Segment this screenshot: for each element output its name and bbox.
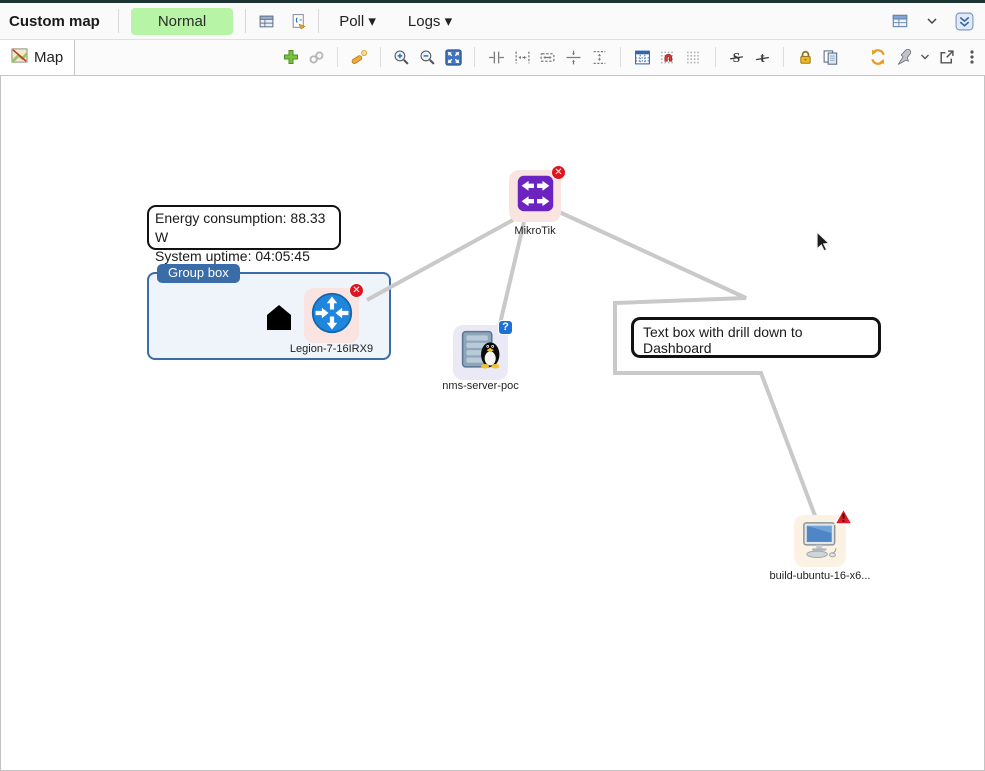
textbox-drilldown-line1: Text box with drill down to Dashboard (643, 324, 803, 356)
distribute-horizontal-icon[interactable] (509, 40, 535, 74)
separator (474, 47, 476, 67)
page-title: Custom map (9, 12, 100, 30)
magic-wand-icon[interactable] (346, 40, 372, 74)
map-tab-icon (10, 47, 29, 68)
show-grid-icon[interactable] (681, 40, 707, 74)
tab-map[interactable]: Map (0, 40, 76, 75)
hide-link-labels-icon[interactable]: t (749, 40, 775, 74)
open-window-icon[interactable] (934, 40, 960, 74)
node-nms-server[interactable]: ? nms-server-poc (442, 320, 519, 392)
pin-icon[interactable] (891, 40, 917, 74)
collapse-view-icon[interactable] (951, 8, 977, 34)
node-mikrotik[interactable]: ✕ MikroTik (509, 165, 566, 237)
node-label: build-ubuntu-16-x6... (769, 570, 871, 582)
textbox-drilldown[interactable]: Text box with drill down to Dashboard (631, 317, 881, 358)
tab-toolbar-row: Map S t (0, 40, 985, 76)
svg-text:t: t (760, 49, 765, 64)
separator (117, 9, 119, 33)
warning-status-badge (833, 507, 854, 530)
node-label: MikroTik (514, 225, 556, 237)
textbox-energy[interactable]: Energy consumption: 88.33 W System uptim… (147, 205, 341, 264)
separator (620, 47, 622, 67)
hide-status-icon[interactable]: S (724, 40, 750, 74)
switch-icon (517, 175, 554, 217)
map-canvas[interactable]: Group box Energy consumption: 88.33 W Sy… (0, 76, 985, 771)
distribute-vertical-icon[interactable] (587, 40, 613, 74)
execute-script-icon[interactable] (285, 8, 311, 34)
pin-chevron-icon[interactable] (916, 40, 933, 74)
same-width-icon[interactable] (535, 40, 561, 74)
align-horizontal-icon[interactable] (483, 40, 509, 74)
node-label: Legion-7-16IRX9 (289, 343, 374, 355)
poll-menu-button[interactable]: Poll ▾ (329, 8, 386, 34)
link-mikrotik-nms[interactable] (497, 221, 526, 329)
separator (337, 47, 339, 67)
critical-status-badge: ✕ (551, 165, 566, 180)
group-box-title: Group box (157, 264, 240, 283)
tab-map-label: Map (34, 49, 64, 66)
textbox-energy-line2: System uptime: 04:05:45 (155, 248, 310, 264)
properties-table-icon[interactable] (253, 8, 279, 34)
map-links-layer (366, 209, 819, 522)
table-view-icon[interactable] (887, 8, 913, 34)
router-icon (311, 292, 353, 339)
workstation-icon (798, 517, 842, 566)
separator (714, 47, 716, 67)
zoom-in-icon[interactable] (389, 40, 415, 74)
refresh-icon[interactable] (865, 40, 891, 74)
critical-status-badge: ✕ (349, 283, 364, 298)
zoom-out-icon[interactable] (415, 40, 441, 74)
link-objects-icon[interactable] (303, 40, 329, 74)
copy-icon[interactable] (818, 40, 844, 74)
house-icon (265, 303, 293, 337)
chevron-down-icon[interactable] (919, 8, 945, 34)
node-legion[interactable]: ✕ Legion-7-16IRX9 (290, 283, 373, 355)
add-object-icon[interactable] (278, 40, 304, 74)
view-header: Custom map Normal Poll ▾ Logs ▾ (0, 3, 985, 40)
zoom-fit-icon[interactable] (441, 40, 467, 74)
logs-menu-button[interactable]: Logs ▾ (398, 8, 462, 34)
separator (380, 47, 381, 67)
window-top-border (0, 0, 985, 3)
textbox-energy-line1: Energy consumption: 88.33 W (155, 210, 326, 245)
lock-icon[interactable] (792, 40, 818, 74)
node-label: nms-server-poc (442, 380, 519, 392)
kebab-menu-icon[interactable] (959, 40, 985, 74)
linux-server-icon (458, 327, 504, 378)
align-to-grid-icon[interactable] (655, 40, 681, 74)
separator (783, 47, 785, 67)
align-vertical-icon[interactable] (561, 40, 587, 74)
status-normal-button[interactable]: Normal (130, 7, 234, 35)
unknown-status-badge: ? (498, 320, 513, 335)
link-mikrotik-legion[interactable] (366, 218, 514, 302)
mouse-cursor (815, 230, 835, 258)
separator (318, 9, 320, 33)
node-build-ubuntu[interactable]: build-ubuntu-16-x6... (770, 507, 870, 582)
link-mikrotik-build[interactable] (556, 209, 819, 522)
snap-to-grid-icon[interactable] (629, 40, 655, 74)
separator (245, 9, 247, 33)
